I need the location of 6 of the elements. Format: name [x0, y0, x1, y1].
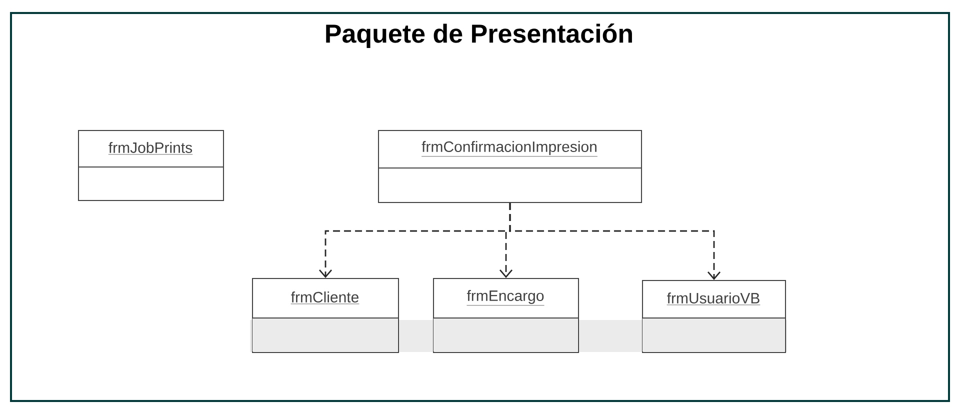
- class-box: frmCliente: [252, 278, 399, 353]
- dependency-arrow: [509, 203, 721, 280]
- class-box: frmJobPrints: [78, 130, 224, 201]
- class-box: frmEncargo: [432, 278, 579, 353]
- class-box: frmConfirmacionImpresion: [378, 130, 642, 203]
- class-box: frmUsuarioVB: [642, 280, 786, 353]
